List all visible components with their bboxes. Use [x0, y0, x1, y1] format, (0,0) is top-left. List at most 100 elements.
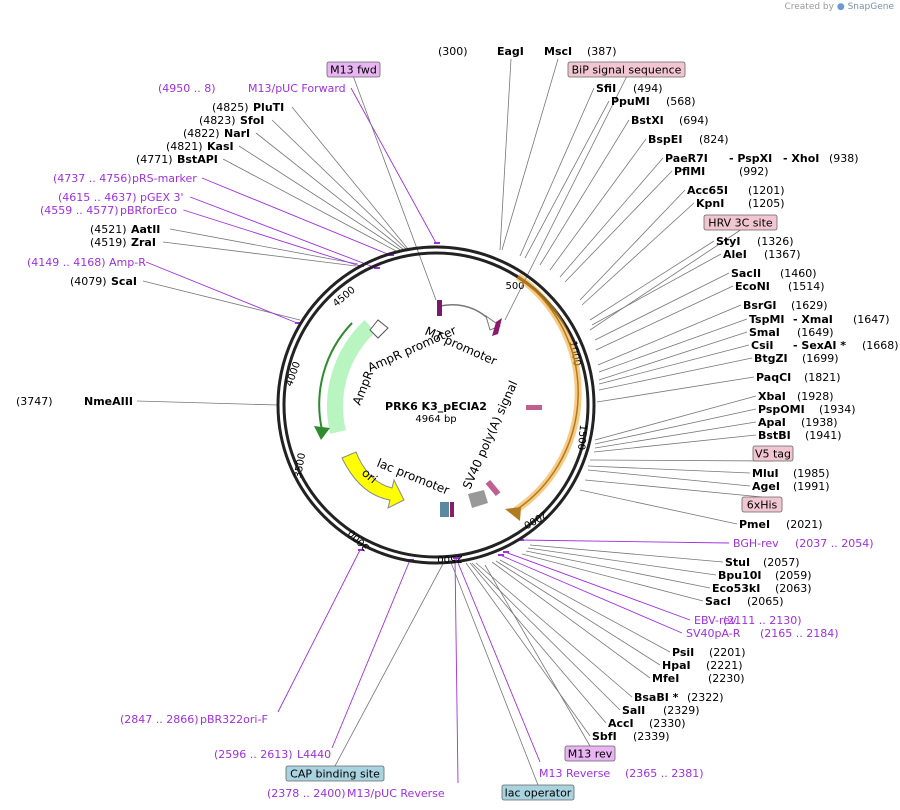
primer-leader-line — [454, 557, 459, 784]
site-leader-line — [255, 132, 405, 251]
site-label: SacI — [705, 595, 731, 608]
site-label: ApaI — [758, 416, 786, 429]
site-label: BtgZI — [754, 352, 788, 365]
feature-box-leader — [589, 229, 741, 331]
site-label: KpnI — [696, 197, 724, 210]
site-leader-line — [469, 562, 607, 724]
primer-range: (2378 .. 2400) — [267, 787, 346, 800]
mt-marker — [437, 300, 442, 316]
primer-leader-line — [145, 261, 298, 324]
site-leader-line — [594, 421, 757, 449]
site-label: BspEI — [648, 133, 682, 146]
site-position: (4822) — [183, 127, 220, 140]
primer-label: M13 Reverse — [539, 767, 610, 780]
primer-label: pBR322ori-F — [200, 713, 268, 726]
site-position: (1934) — [819, 403, 856, 416]
primer-range: (4149 .. 4168) — [27, 256, 106, 269]
site-leader-line — [136, 400, 279, 406]
site-leader-line — [529, 544, 724, 563]
site-leader-line — [579, 189, 686, 301]
cap-site-glyph — [450, 502, 454, 517]
primer-range: (2596 .. 2613) — [214, 748, 293, 761]
feature-box-leader — [484, 564, 591, 747]
site-position: (3747) — [16, 395, 53, 408]
site-label: SfiI — [596, 82, 616, 95]
ring-tick-label: 500 — [505, 281, 524, 292]
site-label: MfeI — [652, 672, 679, 685]
ring-tick-label: 1500 — [575, 424, 588, 450]
plasmid-length: 4964 bp — [415, 414, 456, 425]
site-label: MscI — [544, 45, 572, 58]
site-label: StuI — [725, 556, 750, 569]
site-leader-line — [222, 158, 399, 253]
site-leader-line — [581, 202, 695, 306]
ori-arrow — [341, 451, 405, 509]
site-leader-line — [598, 357, 753, 391]
site-position: (4823) — [199, 114, 236, 127]
feature-box — [285, 765, 385, 782]
site-leader-line — [596, 376, 755, 403]
site-leader-line — [499, 58, 512, 251]
primer-range: (2037 .. 2054) — [795, 537, 874, 550]
site-position: (1668) — [862, 339, 899, 352]
site-label: BstAPI — [177, 153, 218, 166]
site-leader-line — [169, 228, 359, 265]
backbone-outer — [276, 245, 596, 565]
site-label: - SexAI * — [793, 339, 846, 352]
site-position: (1205) — [748, 197, 785, 210]
site-position: (2201) — [709, 646, 746, 659]
site-label: PaqCI — [756, 371, 791, 384]
feature-box-leader — [449, 559, 539, 786]
site-label: HpaI — [662, 659, 691, 672]
sv40-marker — [526, 405, 542, 410]
site-position: (4079) — [70, 275, 107, 288]
site-position: (2322) — [687, 691, 724, 704]
site-leader-line — [495, 560, 661, 666]
site-leader-line — [589, 240, 715, 321]
site-label: ZraI — [131, 236, 156, 249]
feature-box-label: CAP binding site — [290, 768, 380, 781]
primer-label: Amp-R — [109, 256, 146, 269]
credit-prefix: Created by — [784, 2, 834, 12]
primer-leader-line — [455, 557, 541, 763]
site-position: (1649) — [797, 326, 834, 339]
site-position: (2065) — [747, 595, 784, 608]
site-position: (387) — [587, 45, 617, 58]
site-position: (4771) — [136, 153, 173, 166]
site-leader-line — [271, 119, 407, 250]
site-leader-line — [594, 272, 730, 341]
site-label: SacII — [731, 267, 761, 280]
site-label: CsiI — [751, 339, 773, 352]
site-position: (1514) — [788, 280, 825, 293]
site-leader-line — [465, 562, 591, 737]
site-leader-line — [499, 559, 671, 653]
site-leader-line — [587, 469, 751, 487]
site-position: (1985) — [793, 467, 830, 480]
site-leader-line — [501, 58, 559, 251]
site-label: SalI — [622, 704, 645, 717]
site-leader-line — [491, 561, 651, 679]
site-leader-line — [524, 100, 610, 259]
site-label: ScaI — [111, 275, 137, 288]
site-position: (992) — [739, 165, 769, 178]
site-label: - PspXI — [729, 152, 772, 165]
site-leader-line — [238, 145, 403, 252]
site-label: PaeR7I — [665, 152, 708, 165]
site-leader-line — [525, 550, 711, 589]
site-leader-line — [579, 489, 738, 525]
lac-operator-glyph — [468, 490, 488, 508]
feature-box — [501, 784, 575, 801]
site-leader-line — [591, 253, 722, 326]
primer-range: (2847 .. 2866) — [120, 713, 199, 726]
site-label: PspOMI — [758, 403, 805, 416]
site-position: (938) — [829, 152, 859, 165]
site-label: TspMI — [749, 313, 785, 326]
site-label: Acc65I — [687, 184, 728, 197]
site-position: (2063) — [775, 582, 812, 595]
site-label: AatII — [131, 223, 160, 236]
site-position: (4821) — [166, 140, 203, 153]
site-label: PluTI — [253, 101, 284, 114]
site-label: NmeAIII — [84, 395, 133, 408]
site-label: SbfI — [592, 730, 617, 743]
